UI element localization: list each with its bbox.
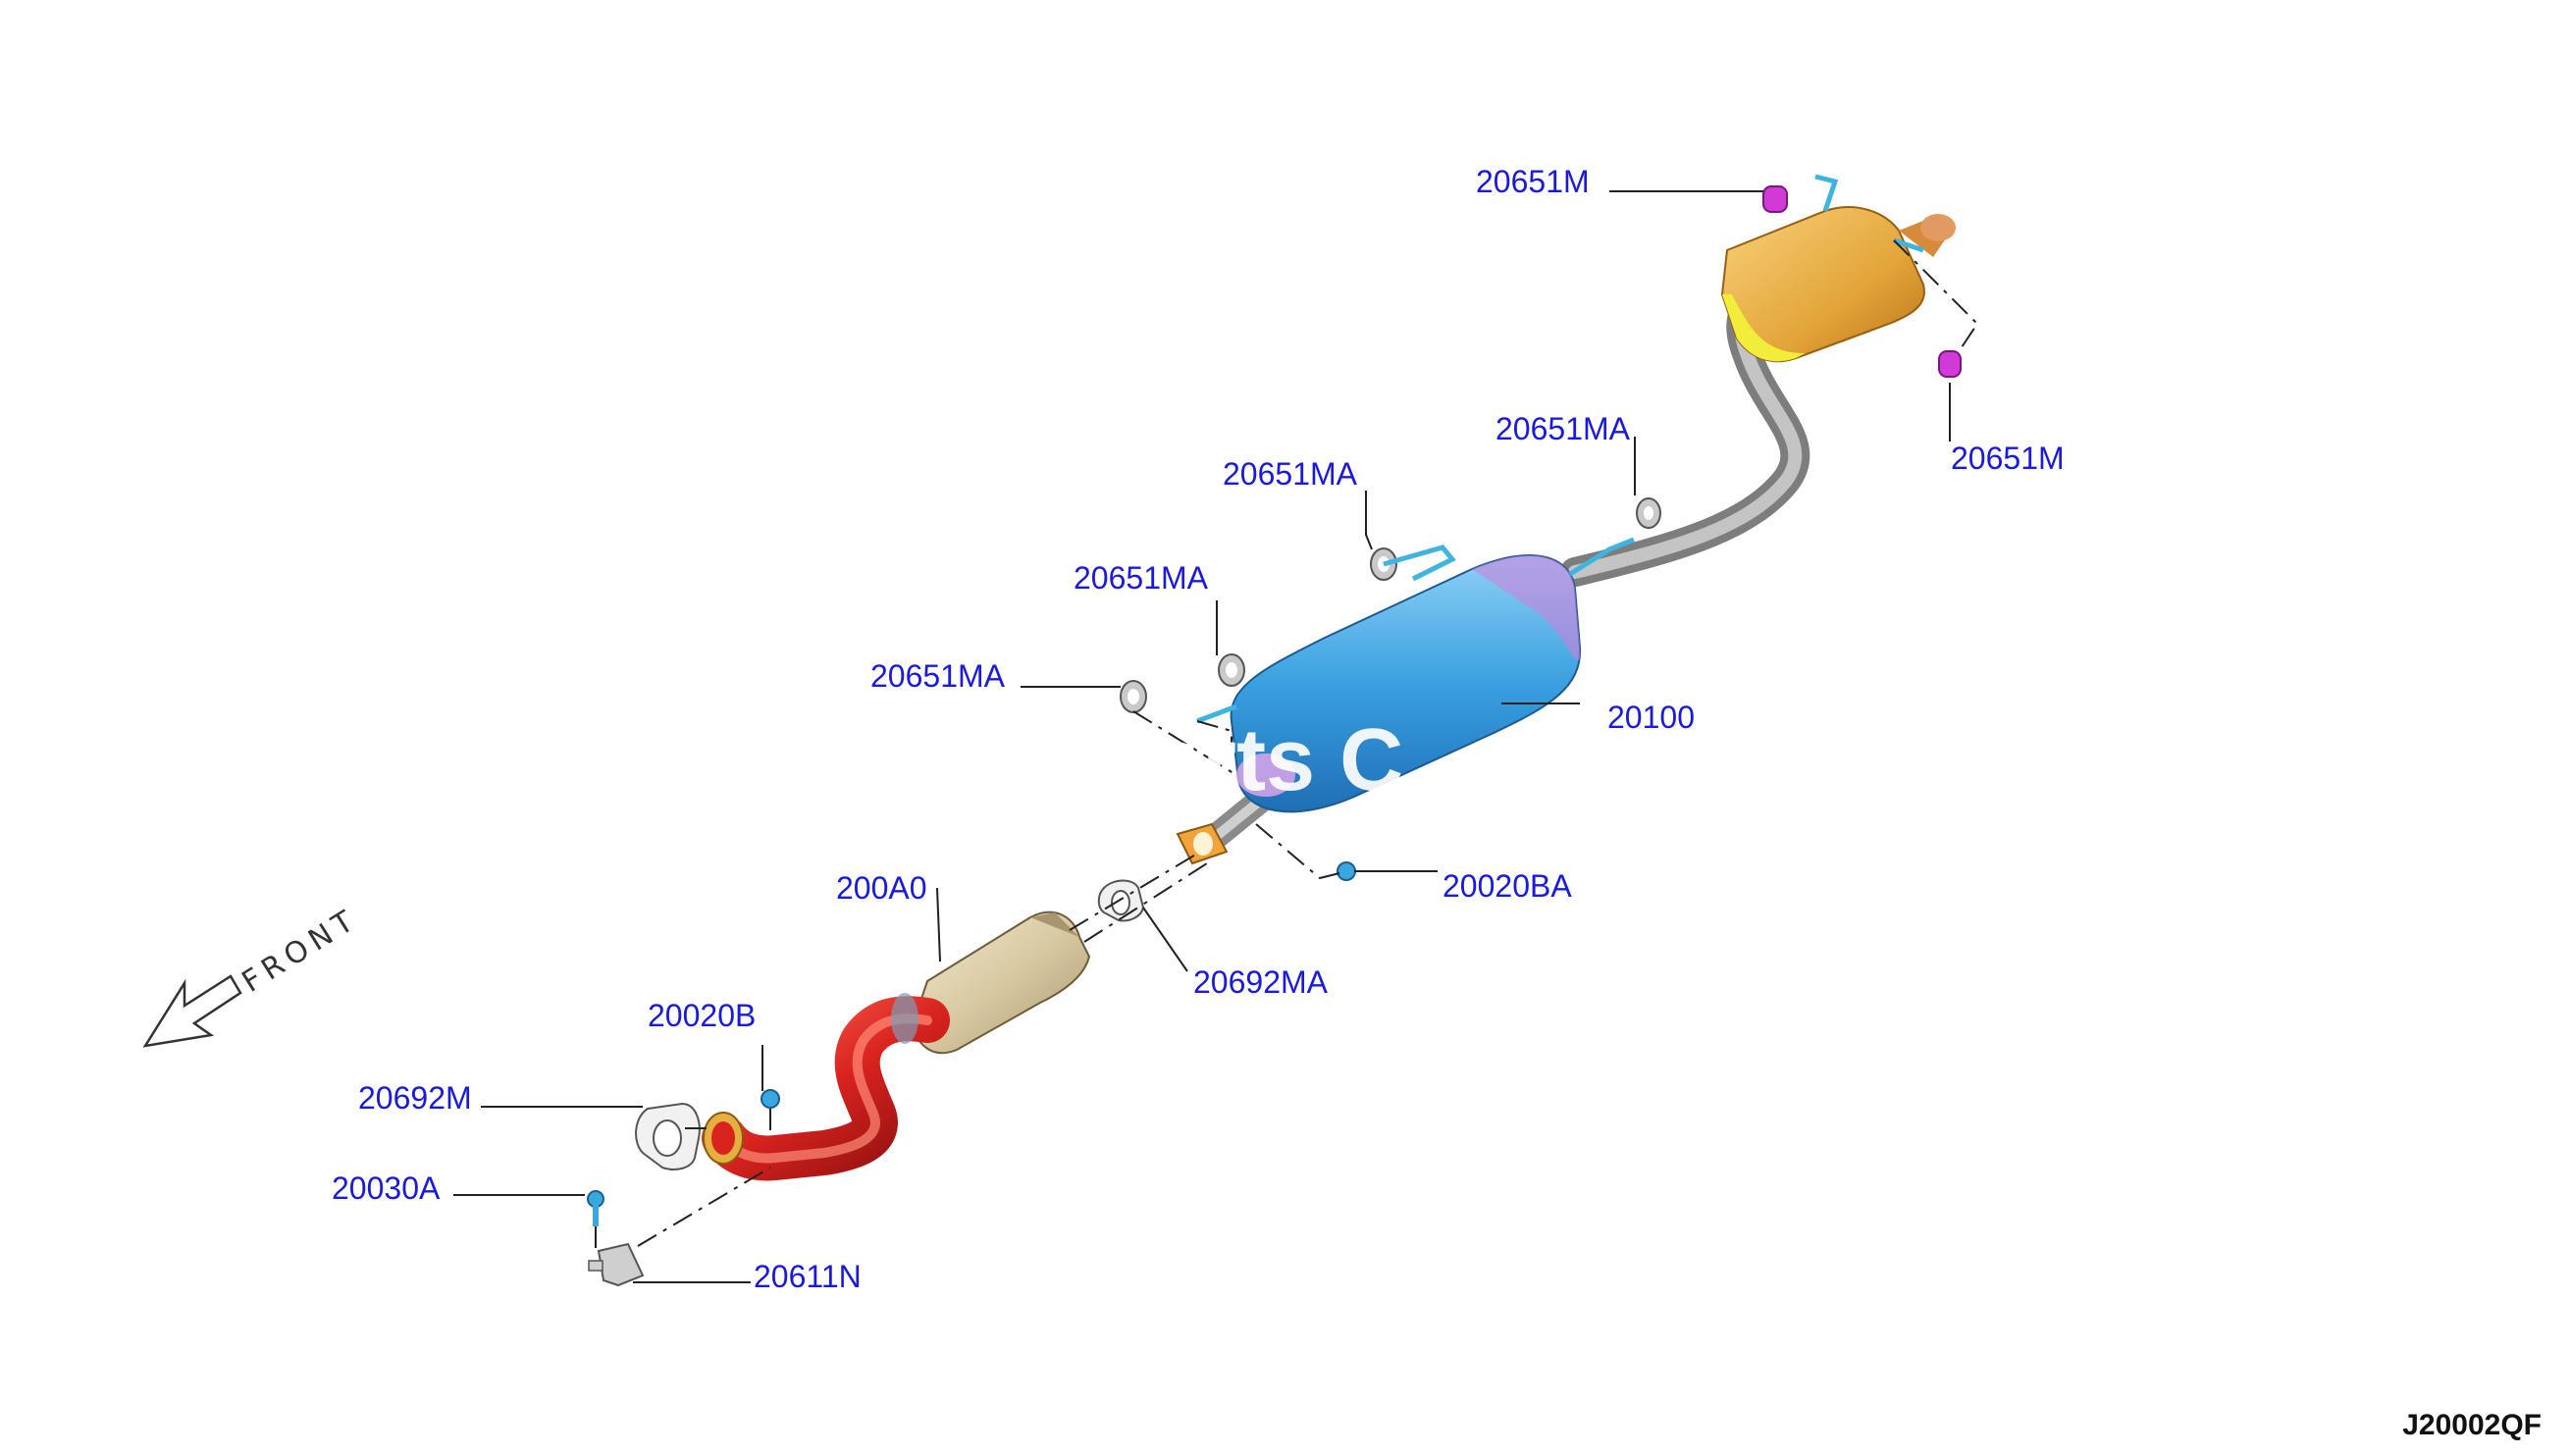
callout-20651MA-2[interactable]: 20651MA bbox=[1223, 456, 1358, 492]
callout-20651MA-1[interactable]: 20651MA bbox=[1495, 411, 1631, 446]
callout-20692M[interactable]: 20692M bbox=[358, 1080, 472, 1116]
hanger-top[interactable] bbox=[1762, 185, 1788, 213]
callout-20020B[interactable]: 20020B bbox=[648, 998, 756, 1033]
callouts: 20651M 20651M 20651MA 20651MA 20651MA 20… bbox=[332, 164, 2065, 1294]
callout-20100[interactable]: 20100 bbox=[1607, 700, 1695, 735]
callout-20651MA-3[interactable]: 20651MA bbox=[1074, 560, 1209, 596]
catalytic-converter[interactable] bbox=[911, 910, 1091, 1055]
assembly-lines bbox=[595, 239, 1979, 1251]
diagram-code: J20002QF bbox=[2402, 1409, 2542, 1441]
callout-20020BA[interactable]: 20020BA bbox=[1442, 868, 1572, 904]
nut-20020B[interactable] bbox=[761, 1089, 780, 1109]
hanger-brackets bbox=[1196, 537, 1635, 724]
front-direction: FRONT bbox=[142, 902, 365, 1048]
gasket-20692MA[interactable] bbox=[1097, 879, 1145, 922]
hanger-right[interactable] bbox=[1938, 350, 1962, 378]
nut-20020BA[interactable] bbox=[1337, 861, 1356, 881]
center-muffler[interactable] bbox=[1230, 554, 1582, 813]
callout-20692MA[interactable]: 20692MA bbox=[1193, 964, 1329, 1000]
bracket-20611N[interactable] bbox=[588, 1242, 645, 1287]
flange-gasket-orange[interactable] bbox=[1176, 822, 1229, 865]
mount-rubber-4[interactable] bbox=[1636, 497, 1661, 529]
callout-20651MA-4[interactable]: 20651MA bbox=[870, 658, 1006, 694]
callout-20611N[interactable]: 20611N bbox=[754, 1259, 862, 1294]
callout-200A0[interactable]: 200A0 bbox=[836, 870, 927, 906]
mount-rubber-2[interactable] bbox=[1218, 653, 1245, 687]
callout-20651M-top[interactable]: 20651M bbox=[1476, 164, 1590, 199]
gasket-20692M[interactable] bbox=[635, 1102, 701, 1170]
front-arrow-icon bbox=[142, 974, 242, 1048]
callout-20030A[interactable]: 20030A bbox=[332, 1170, 441, 1206]
rear-muffler[interactable] bbox=[1720, 174, 1956, 363]
watermark-text: arts C bbox=[1153, 711, 1403, 809]
bolt-20030A[interactable] bbox=[587, 1190, 604, 1226]
callout-20651M-right[interactable]: 20651M bbox=[1951, 441, 2065, 476]
front-label: FRONT bbox=[236, 902, 365, 1000]
front-exhaust-tube[interactable] bbox=[702, 993, 950, 1181]
mount-rubber-1[interactable] bbox=[1120, 680, 1147, 713]
leader-lines bbox=[453, 190, 1951, 1283]
